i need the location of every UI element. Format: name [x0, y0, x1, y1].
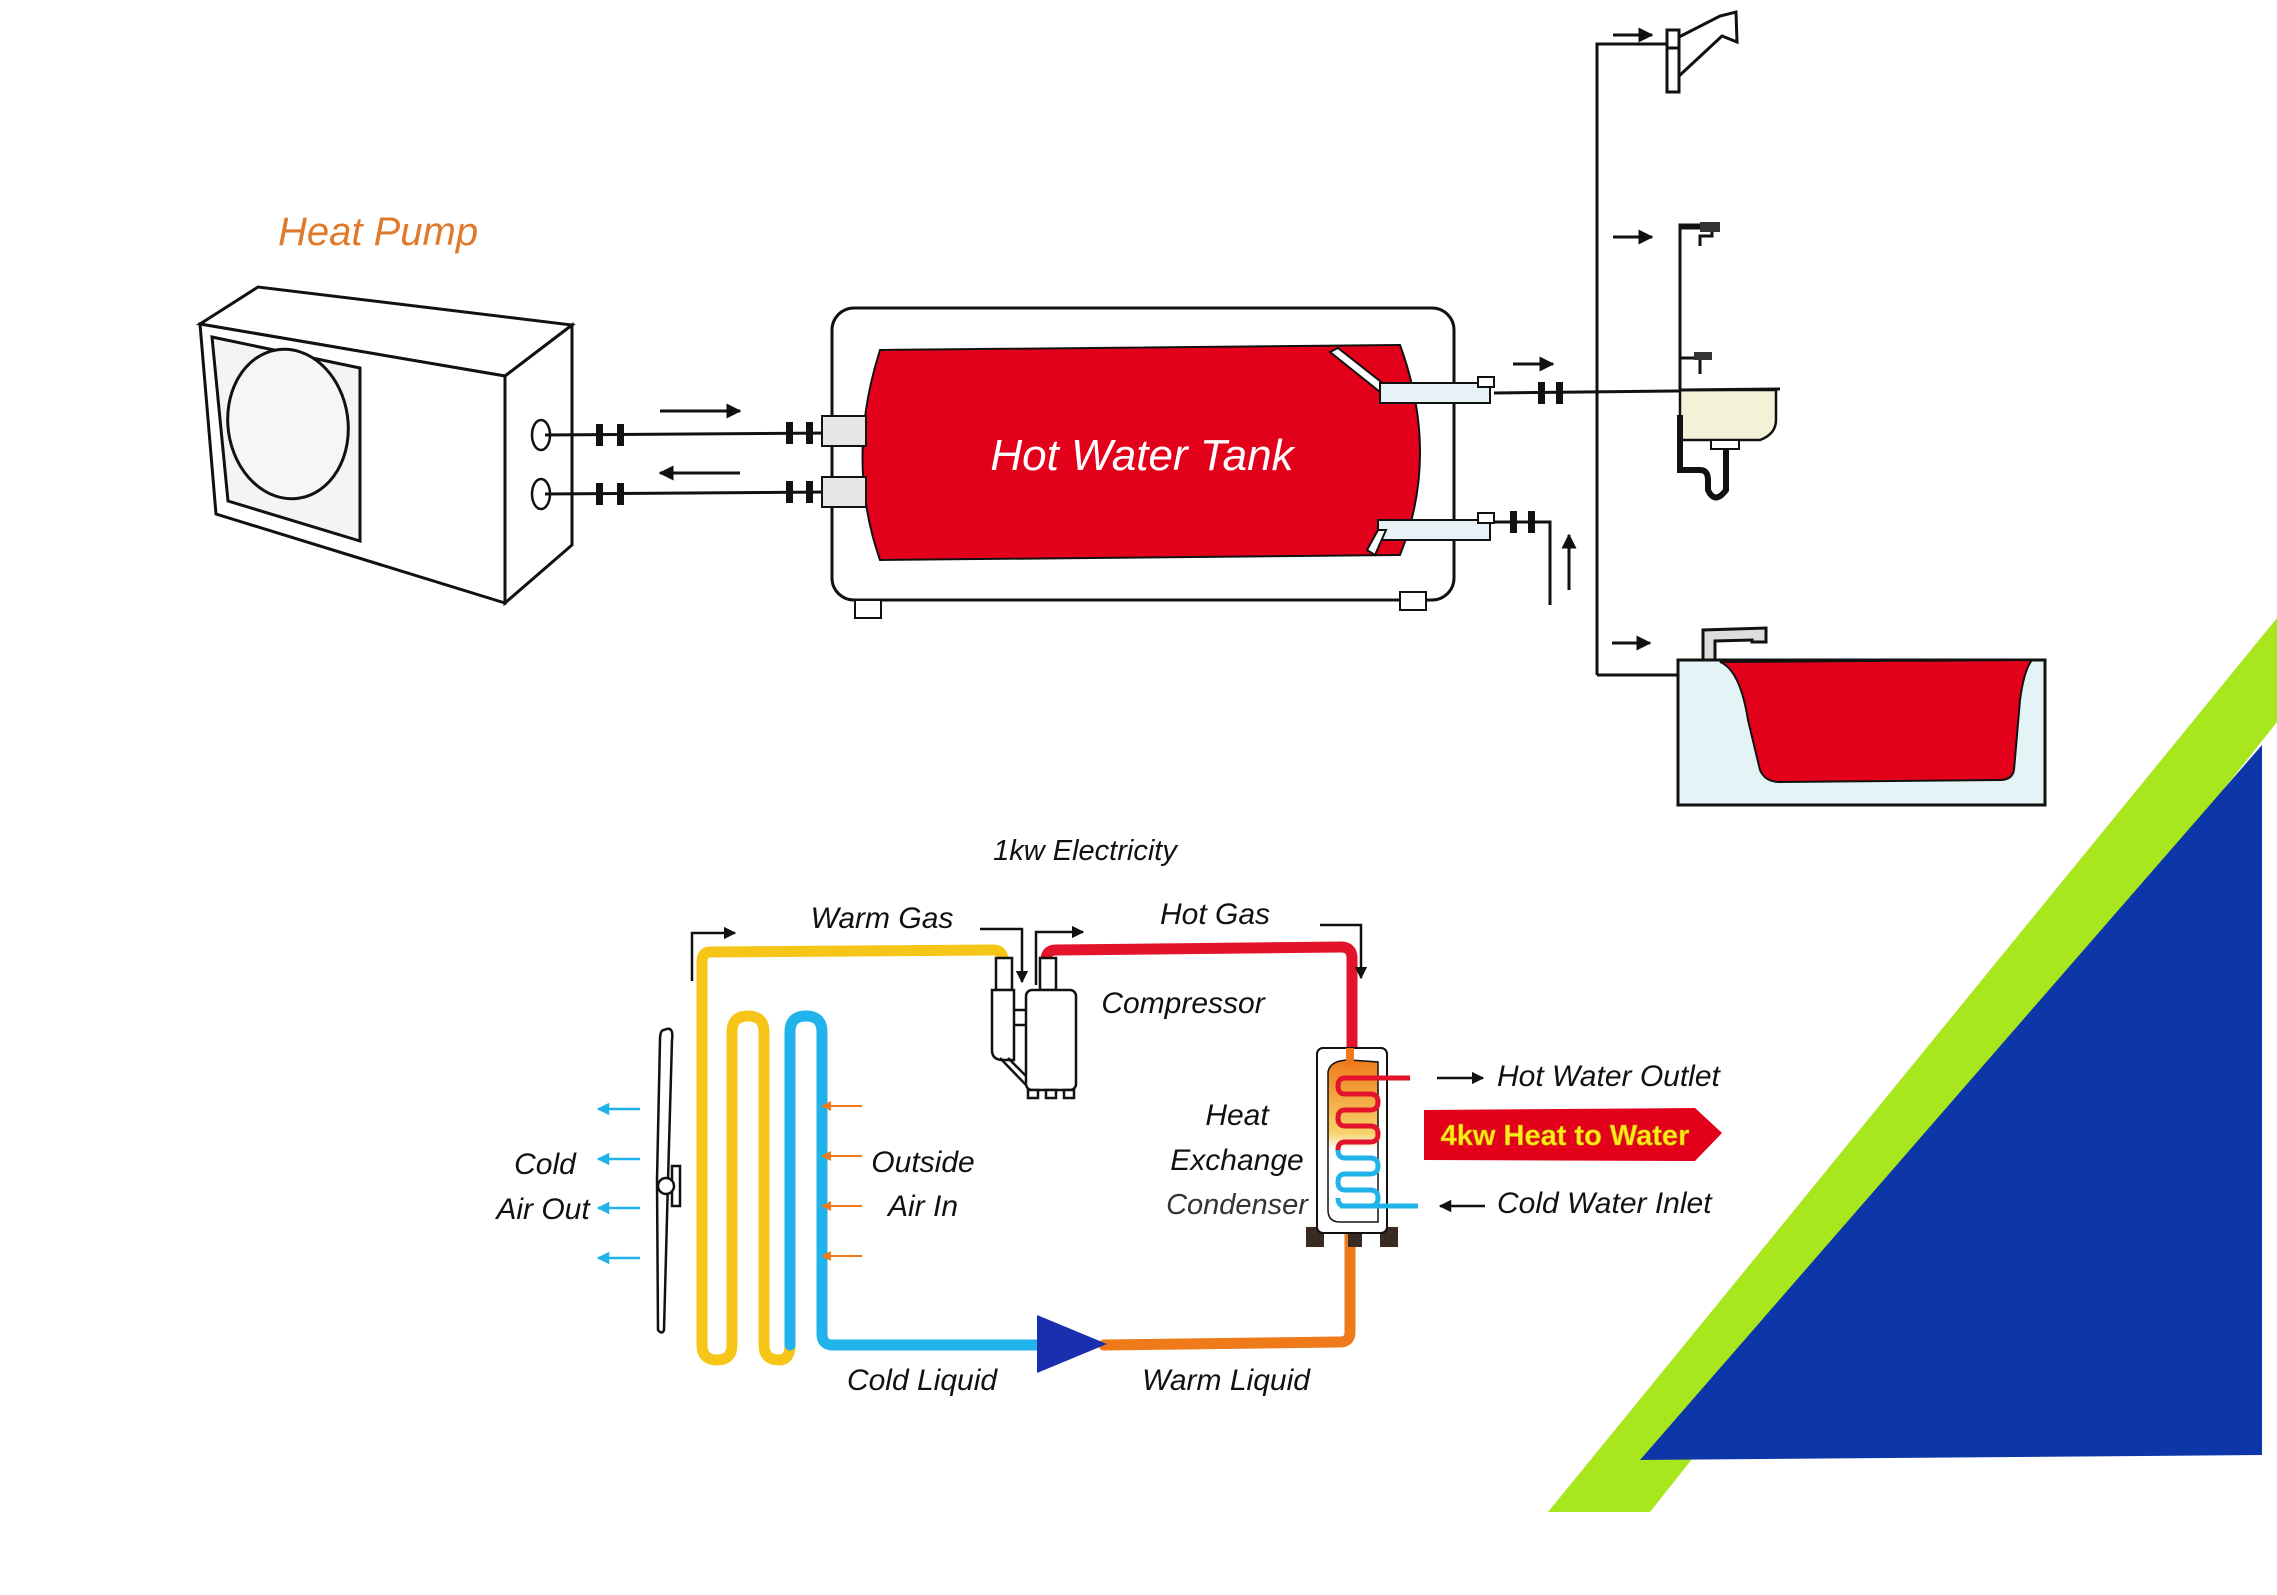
heat-output-badge: 4kw Heat to Water	[1424, 1108, 1722, 1161]
fan-grille-icon	[226, 347, 350, 501]
tank-label: Hot Water Tank	[990, 431, 1295, 480]
warm-liquid-line	[1098, 1229, 1356, 1351]
flow-arrow-icon	[1034, 925, 1085, 985]
condenser-label: Condenser	[1166, 1189, 1309, 1221]
cold-water-inlet-label: Cold Water Inlet	[1497, 1187, 1713, 1220]
cold-air-label-line2: Air Out	[494, 1193, 591, 1226]
hot-gas-line	[1040, 941, 1358, 1054]
sink-faucet-icon	[1678, 352, 1712, 389]
hot-gas-label: Hot Gas	[1160, 898, 1270, 931]
warm-liquid-label: Warm Liquid	[1142, 1364, 1311, 1397]
flow-arrow-icon	[1320, 923, 1368, 980]
flow-arrow-icon	[980, 927, 1029, 984]
heat-exchange-label-line2: Exchange	[1170, 1144, 1303, 1177]
compressor-label: Compressor	[1101, 987, 1265, 1020]
corner-blue-triangle	[1640, 745, 2262, 1460]
cold-air-arrows	[596, 1102, 640, 1265]
heat-exchange-label-line1: Heat	[1205, 1099, 1270, 1132]
hot-water-tank: Hot Water Tank	[821, 306, 1495, 619]
outside-air-arrows	[821, 1101, 862, 1261]
heat-pump-unit: Heat Pump	[195, 210, 576, 607]
heat-output-badge-text: 4kw Heat to Water	[1441, 1120, 1690, 1152]
warm-gas-label: Warm Gas	[811, 902, 954, 935]
outside-air-label-line1: Outside	[871, 1146, 974, 1179]
condenser-icon	[1306, 1047, 1418, 1247]
electricity-label: 1kw Electricity	[993, 835, 1178, 867]
outside-air-label-line2: Air In	[886, 1190, 958, 1223]
sink-icon	[1677, 222, 1781, 501]
heat-pump-pipes	[544, 403, 831, 505]
corner-decoration	[1548, 618, 2277, 1512]
hot-water-coil	[1335, 1075, 1410, 1151]
bathtub-water	[1719, 658, 2035, 784]
bathtub-icon	[1676, 626, 2047, 807]
cold-liquid-label: Cold Liquid	[847, 1364, 998, 1397]
hot-water-outlet-label: Hot Water Outlet	[1497, 1060, 1722, 1093]
shower-head-icon	[1665, 46, 1681, 94]
evaporator-fan-icon	[655, 1027, 682, 1334]
warm-gas-line	[696, 944, 1009, 1366]
expansion-valve-icon	[1037, 1315, 1107, 1373]
compressor-icon	[990, 956, 1078, 1100]
cold-air-label-line1: Cold	[514, 1148, 577, 1181]
heat-pump-label: Heat Pump	[278, 210, 478, 254]
cold-liquid-line	[784, 1010, 1046, 1351]
flow-arrow-icon	[690, 926, 737, 981]
pipe-coupling-icon	[596, 422, 813, 505]
distribution-pipes	[1493, 27, 1771, 677]
corner-green-stripe	[1548, 618, 2277, 1512]
